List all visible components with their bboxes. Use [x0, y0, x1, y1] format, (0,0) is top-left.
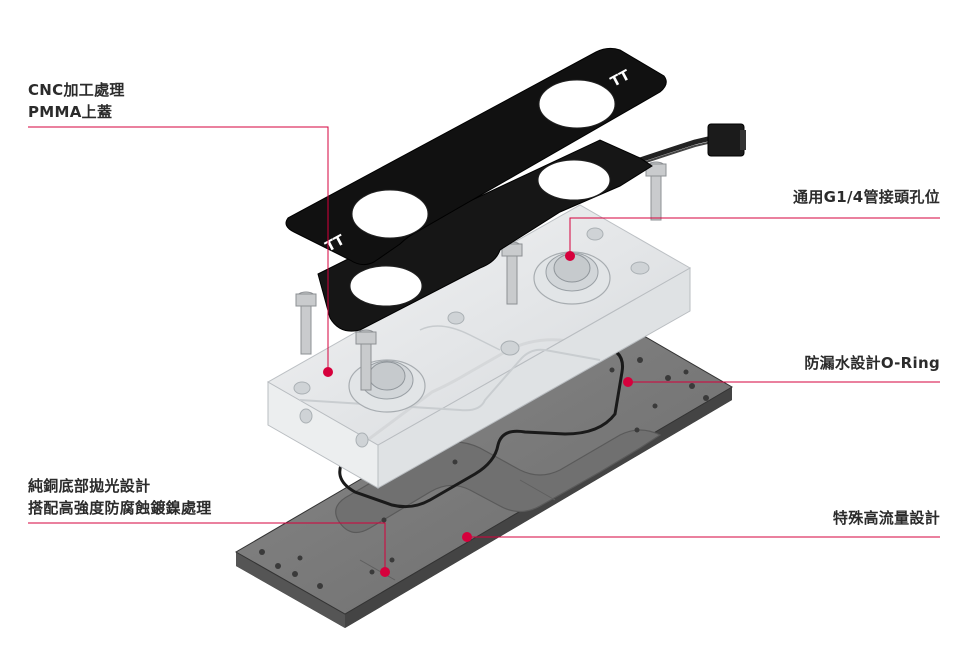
callout-line-top-cover — [28, 126, 329, 372]
callout-copper-base-line2: 搭配高強度防腐蝕鍍鎳處理 — [28, 499, 212, 517]
plate-hole — [538, 79, 616, 129]
callout-dot-copper-base — [380, 567, 390, 577]
callout-top-cover-line2: PMMA上蓋 — [28, 103, 113, 121]
rgb-cable-connector — [639, 123, 746, 165]
callout-label-o-ring: 防漏水設計O-Ring — [804, 354, 940, 372]
callout-dot-high-flow — [462, 532, 472, 542]
top-plate-lower — [317, 139, 653, 332]
callout-top-cover-line1: CNC加工處理 — [28, 81, 125, 99]
callout-copper-base-line1: 純銅底部拋光設計 — [28, 477, 151, 495]
threaded-port-left — [348, 359, 426, 413]
callout-lines — [28, 126, 940, 572]
plate-hole — [537, 159, 611, 201]
callout-label-fitting-ports: 通用G1/4管接頭孔位 — [793, 188, 940, 206]
callout-line-fitting-ports — [569, 217, 940, 256]
top-plate-upper: TT TT — [285, 47, 667, 266]
callout-label-high-flow: 特殊高流量設計 — [832, 509, 940, 527]
plate-hole — [349, 265, 423, 307]
acrylic-block — [266, 204, 692, 489]
plate-hole — [351, 189, 429, 239]
callout-label-copper-base: 純銅底部拋光設計 搭配高強度防腐蝕鍍鎳處理 — [28, 475, 212, 519]
callout-dot-o-ring — [623, 377, 633, 387]
screws — [295, 157, 667, 391]
callout-label-top-cover: CNC加工處理 PMMA上蓋 — [28, 79, 125, 123]
callout-dot-fitting-ports — [565, 251, 575, 261]
callout-dot-top-cover — [323, 367, 333, 377]
threaded-port-right — [533, 251, 611, 305]
callout-line-copper-base — [28, 522, 386, 572]
